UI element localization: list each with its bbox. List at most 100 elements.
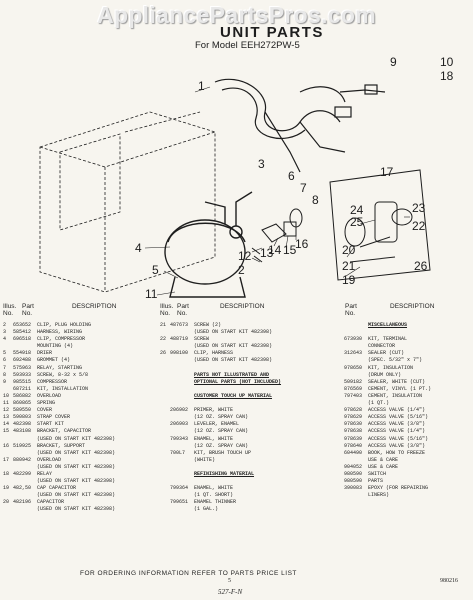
part-description: SWITCH (368, 470, 387, 477)
part-description: SCREW (194, 336, 210, 343)
callout-4: 4 (135, 241, 142, 255)
callout-21: 21 (342, 259, 356, 273)
part-number: 390083 (344, 485, 363, 492)
part-number: 575963 (13, 364, 32, 371)
part-row: (USED ON START KIT 482398) (160, 343, 330, 350)
part-description: (SPEC. 5/32" x 7") (368, 357, 423, 364)
callout-labels: 1 4 5 11 12 2 13 14 15 16 17 9 24 25 23 … (135, 55, 454, 301)
part-number: 593933 (13, 371, 32, 378)
part-description: CAPACITOR (37, 499, 65, 506)
handwritten-note: 527-F-N (218, 588, 243, 596)
part-number: 978630 (344, 421, 363, 428)
part-number: 980590 (344, 478, 363, 485)
part-description: PRIMER, WHITE (194, 407, 234, 414)
part-description: ACCESS VALVE (3/8") (368, 421, 426, 428)
part-row: (USED ON START KIT 482398) (3, 492, 153, 499)
part-number: 312643 (344, 350, 363, 357)
part-description: (USED ON START KIT 482398) (37, 506, 116, 513)
part-description: CAP CAPACITOR (37, 485, 77, 492)
part-number: 980590 (344, 470, 363, 477)
part-number: 482,50 (13, 485, 32, 492)
part-description: (DRUM ONLY) (368, 371, 402, 378)
part-description: (12 OZ. SPRAY CAN) (194, 442, 249, 449)
part-description: COMPRESSOR (37, 378, 68, 385)
part-description: LINERS) (368, 492, 390, 499)
part-number: 487673 (170, 322, 189, 328)
part-description: PARTS (368, 478, 384, 485)
part-row: USE & CARE (334, 457, 469, 464)
part-description: (USED ON START KIT 482398) (194, 357, 273, 364)
part-row (160, 386, 330, 393)
col1-header-desc: DESCRIPTION (72, 303, 117, 310)
part-description: PARTS NOT ILLUSTRATED AND (194, 371, 270, 378)
part-row: (WHITE) (160, 457, 330, 464)
leader-lines (144, 86, 410, 296)
callout-19: 19 (342, 273, 356, 287)
part-row: (SPEC. 5/32" x 7") (334, 357, 469, 364)
part-description: SEALER (CUT) (368, 350, 405, 357)
part-row: (12 OZ. SPRAY CAN) (160, 414, 330, 421)
illus-number: 12 (3, 407, 10, 414)
col1-header-ill: Illus.No. (3, 303, 17, 317)
part-row: REFINISHING MATERIAL (160, 471, 330, 478)
compressor (164, 191, 253, 298)
part-description: OVERLOAD (37, 392, 62, 399)
part-description: RELAY, STARTING (37, 364, 83, 371)
part-description: CLIP, COMPRESSOR (37, 336, 86, 343)
part-row (160, 365, 330, 372)
part-description: (1 QT. SHORT) (194, 492, 234, 499)
part-number: 904052 (344, 463, 363, 470)
part-description: REFINISHING MATERIAL (194, 470, 255, 477)
callout-5: 5 (152, 263, 159, 277)
part-number: 482196 (13, 499, 32, 506)
part-description: ACCESS VALVE (1/4") (368, 407, 426, 414)
callout-24: 24 (350, 203, 364, 217)
part-description: ACCESS VALVE (5/16") (368, 414, 429, 421)
callout-23: 23 (412, 201, 426, 215)
part-number: 799364 (170, 485, 189, 492)
illus-number: 2 (3, 322, 7, 328)
part-number: 880942 (13, 456, 32, 463)
part-description: MOUNTING (4) (37, 343, 74, 350)
part-number: 799343 (170, 435, 189, 442)
part-description: CUSTOMER TOUCH UP MATERIAL (194, 392, 273, 399)
part-number: 488719 (170, 336, 189, 343)
part-number: 586882 (13, 392, 32, 399)
callout-6: 6 (288, 169, 295, 183)
part-row: (12 OZ. SPRAY CAN) (160, 443, 330, 450)
part-row (160, 400, 330, 407)
part-description: START KIT (37, 421, 65, 428)
callout-25: 25 (350, 215, 364, 229)
part-description: (12 OZ. SPRAY CAN) (194, 414, 249, 421)
part-number: 692488 (13, 357, 32, 364)
callout-16: 16 (295, 237, 309, 251)
illus-number: 6 (3, 357, 7, 364)
illus-number: 17 (3, 456, 10, 463)
illus-number: 22 (160, 336, 167, 343)
part-number: 482299 (13, 470, 32, 477)
part-number: 696518 (13, 336, 32, 343)
part-description: ENAMEL, WHITE (194, 485, 234, 492)
document-number: 980216 (440, 578, 458, 584)
part-number: 998100 (170, 350, 189, 357)
